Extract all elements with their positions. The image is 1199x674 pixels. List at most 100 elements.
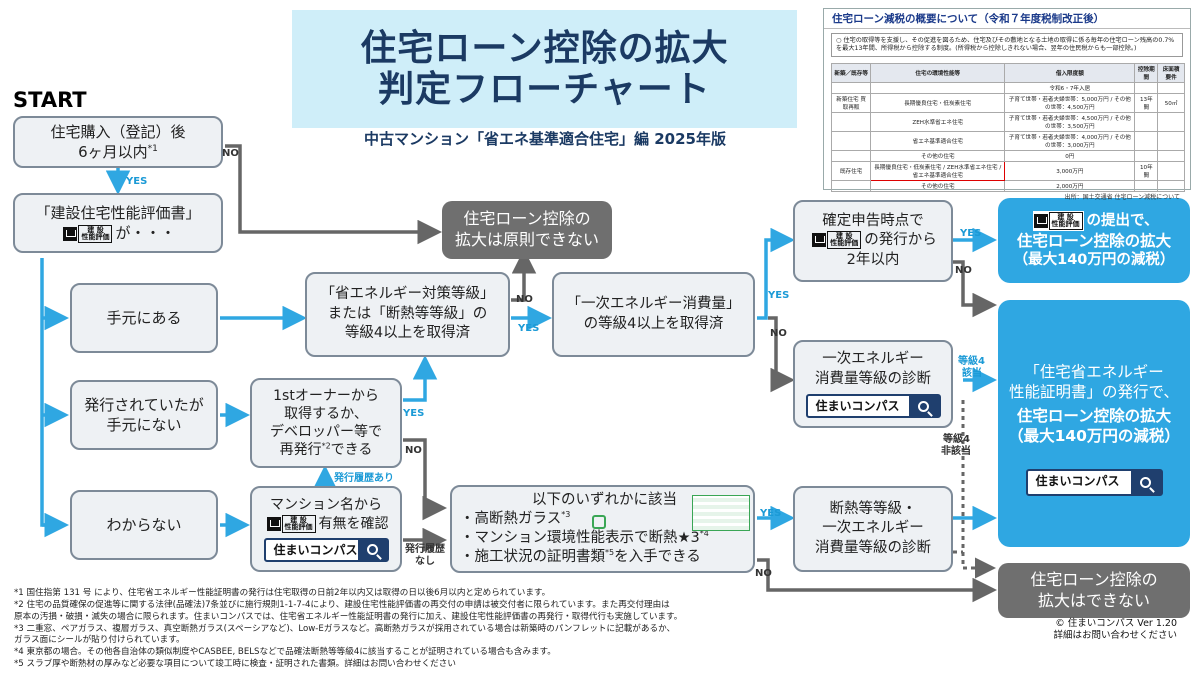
node-insuldiag-line-2: 一次エネルギー: [822, 520, 924, 537]
node-purchase-within-6-months: 住宅購入（登記）後 6ヶ月以内*1: [13, 116, 223, 168]
tax-reduction-overview-panel: 住宅ローン減税の概要について（令和７年度税制改正後） ○ 住宅の取得等を支援し、…: [823, 8, 1191, 201]
node-taxreturn-line-1: 確定申告時点で: [822, 212, 924, 229]
node-owner-line-2: 取得するか、: [284, 405, 368, 422]
node-energy4: 「一次エネルギー消費量」 の等級4以上を取得済: [552, 272, 755, 357]
performance-evaluation-badge-icon: 建 設性能評価: [1032, 211, 1084, 231]
node-owner-reissue: 1stオーナーから 取得するか、 デベロッパー等で 再発行*2できる: [250, 378, 402, 468]
title-line-2: 判定フローチャート: [378, 69, 711, 110]
subtitle: 中古マンション「省エネ基準適合住宅」編 2025年版: [364, 130, 726, 148]
table-header-cell: 借入限度額: [1004, 63, 1136, 83]
node-taxreturn-line-2: の発行から: [864, 232, 937, 249]
node-anyof-heading: 以下のいずれかに該当: [532, 492, 677, 509]
node-principle-line-1: 住宅ローン控除の: [463, 209, 591, 229]
table-cell: 新築住宅 買取再販: [830, 93, 872, 113]
performance-evaluation-badge-icon: 建 設性能評価: [812, 231, 862, 250]
node-purchase-line-2: 6ヶ月以内: [78, 143, 148, 161]
node-anyof-item-2: ・マンション環境性能表示で断熱★3: [460, 530, 700, 546]
label-no-tax-return: NO: [955, 265, 972, 276]
table-cell: 子育て世帯・若者夫婦世帯：5,000万円 / その他の世帯：4,500万円: [1004, 93, 1136, 113]
tax-panel-source: 出所：国土交通省 住宅ローン減税について: [1064, 194, 1180, 201]
credit-line-2: 詳細はお問い合わせください: [1053, 630, 1177, 642]
footnote-ref-1: *1: [147, 144, 158, 154]
label-no-any-of: NO: [755, 568, 772, 579]
node-certificate-line-1: 「建設住宅性能評価書」: [35, 203, 201, 222]
title-line-1: 住宅ローン控除の拡大: [360, 27, 729, 69]
badge-bottom-text: 性能評価: [1051, 220, 1080, 228]
node-in-hand: 手元にある: [70, 283, 218, 353]
search-box-energy[interactable]: 住まいコンパス: [805, 394, 941, 419]
table-cell: 省エネ基準適合住宅: [870, 131, 1006, 151]
table-cell: その他の住宅: [870, 180, 1006, 192]
table-cell: ZEH水準省エネ住宅: [870, 112, 1006, 132]
tax-panel-header: 住宅ローン減税の概要について（令和７年度税制改正後）: [824, 9, 1190, 29]
node-unknown-label: わからない: [106, 515, 182, 534]
label-yes-purchase: YES: [126, 176, 148, 187]
search-box-mansion[interactable]: 住まいコンパス: [263, 537, 389, 562]
node-owner-line-4: 再発行: [279, 442, 322, 459]
label-yes-owner: YES: [403, 408, 425, 419]
badge-bottom-text: 性能評価: [81, 232, 110, 241]
label-yes-tax-return: YES: [960, 228, 982, 239]
node-anyof-item-3: ・施工状況の証明書類: [460, 548, 605, 565]
environment-label-image-icon: [692, 495, 750, 531]
node-purchase-line-1: 住宅購入（登記）後: [50, 122, 186, 141]
node-mansion-line-2: 有無を確認: [318, 516, 389, 532]
node-issued-not-in-hand: 発行されていたが 手元にない: [70, 380, 218, 450]
table-row: 省エネ基準適合住宅子育て世帯・若者夫婦世帯：4,000万円 / その他の世帯：3…: [830, 131, 1185, 151]
node-anyof-item-3b: を入手できる: [614, 548, 701, 565]
footnote-ref-3: *3: [561, 510, 571, 520]
node-grade4-line-2: または「断熱等等級」の: [327, 305, 488, 322]
label-grade4-not-1: 等級4: [943, 434, 970, 445]
label-issued-history: 発行履歴あり: [334, 473, 394, 484]
node-unknown: わからない: [70, 490, 218, 560]
node-taxreturn-line-3: 2年以内: [846, 251, 900, 268]
label-yes-any-of: YES: [760, 508, 782, 519]
start-label: START: [13, 88, 87, 112]
node-issued-line-1: 発行されていたが: [84, 395, 204, 414]
node-no-expand-principle: 住宅ローン控除の 拡大は原則できない: [442, 201, 612, 259]
node-anyof-item-1: ・高断熱ガラス: [460, 511, 562, 528]
performance-evaluation-badge-icon: 建 設性能評価: [266, 515, 316, 533]
footnote-3: *3 二重窓、ペアガラス、複層ガラス、真空断熱ガラス(スペーシアなど)、Low-…: [14, 623, 676, 634]
badge-bottom-text: 性能評価: [284, 523, 313, 531]
node-no-expand: 住宅ローン控除の 拡大はできない: [998, 563, 1190, 618]
result-energy-certificate: 「住宅省エネルギー 性能証明書」の発行で、 住宅ローン控除の拡大 （最大140万…: [998, 300, 1190, 547]
table-cell: 2,000万円: [1004, 180, 1136, 192]
footnote-4: *4 東京都の場合。その他各自治体の類似制度やCASBEE, BELSなどで品確…: [14, 647, 556, 658]
node-certificate: 「建設住宅性能評価書」 建 設性能評価が・・・: [13, 193, 223, 253]
table-row: 新築住宅 買取再販長期優良住宅・低炭素住宅子育て世帯・若者夫婦世帯：5,000万…: [830, 93, 1185, 113]
node-insuldiag-line-3: 消費量等級の診断: [815, 539, 931, 556]
badge-bottom-text: 性能評価: [830, 239, 859, 248]
badge-top-text: 建 設: [290, 516, 307, 524]
table-header-row: 新築／既存等 住宅の環境性能等 借入限度額 控除期間 床面積要件: [830, 63, 1185, 83]
result-submit-certificate: 建 設性能評価の提出で、 住宅ローン控除の拡大 （最大140万円の減税）: [998, 198, 1190, 283]
search-box-result[interactable]: 住まいコンパス: [1025, 468, 1163, 496]
footnote-3-cont: ガラス面にシールが貼り付けられています。: [14, 635, 185, 646]
node-energydiag-line-2: 消費量等級の診断: [815, 370, 931, 387]
search-icon[interactable]: [908, 396, 939, 417]
result-cert-line-1: 「住宅省エネルギー: [1024, 363, 1164, 381]
footnote-2: *2 住宅の品質確保の促進等に関する法律(品確法)7条並びに施行規則1-1-7-…: [14, 599, 670, 610]
node-principle-line-2: 拡大は原則できない: [454, 230, 599, 249]
node-issued-line-2: 手元にない: [106, 416, 182, 434]
search-label: 住まいコンパス: [815, 398, 900, 413]
credit: © 住まいコンパス Ver 1.20 詳細はお問い合わせください: [1053, 618, 1177, 643]
footnote-5: *5 スラブ厚や断熱材の厚みなど必要な項目について竣工時に検査・証明された書類。…: [14, 659, 456, 670]
table-header-cell: 床面積要件: [1157, 63, 1185, 83]
table-cell: 長期優良住宅・低炭素住宅 / ZEH水準省エネ住宅 / 省エネ基準適合住宅: [870, 161, 1006, 181]
footnote-2-cont: 原本の汚損・破損・滅失の場合に限られます。住まいコンパスでは、住宅省エネルギー性…: [14, 611, 683, 622]
footnote-ref-5: *5: [605, 548, 615, 558]
node-owner-line-1: 1stオーナーから: [273, 387, 379, 404]
result-cert-line-2: 性能証明書」の発行で、: [1009, 383, 1179, 402]
node-in-hand-label: 手元にある: [106, 308, 182, 327]
search-icon[interactable]: [357, 539, 387, 560]
node-mansion-line-1: マンション名から: [270, 497, 382, 514]
node-energy4-line-2: の等級4以上を取得済: [583, 315, 724, 332]
table-cell: 13年間: [1134, 93, 1159, 113]
eco-glass-icon: [592, 515, 606, 529]
search-icon[interactable]: [1130, 470, 1161, 494]
footnotes: *1 国住指第 131 号 により、住宅省エネルギー性能証明書の発行は住宅取得の…: [14, 588, 984, 671]
node-noexpand-line-2: 拡大はできない: [1037, 590, 1150, 610]
table-header-cell: 新築／既存等: [830, 63, 872, 83]
